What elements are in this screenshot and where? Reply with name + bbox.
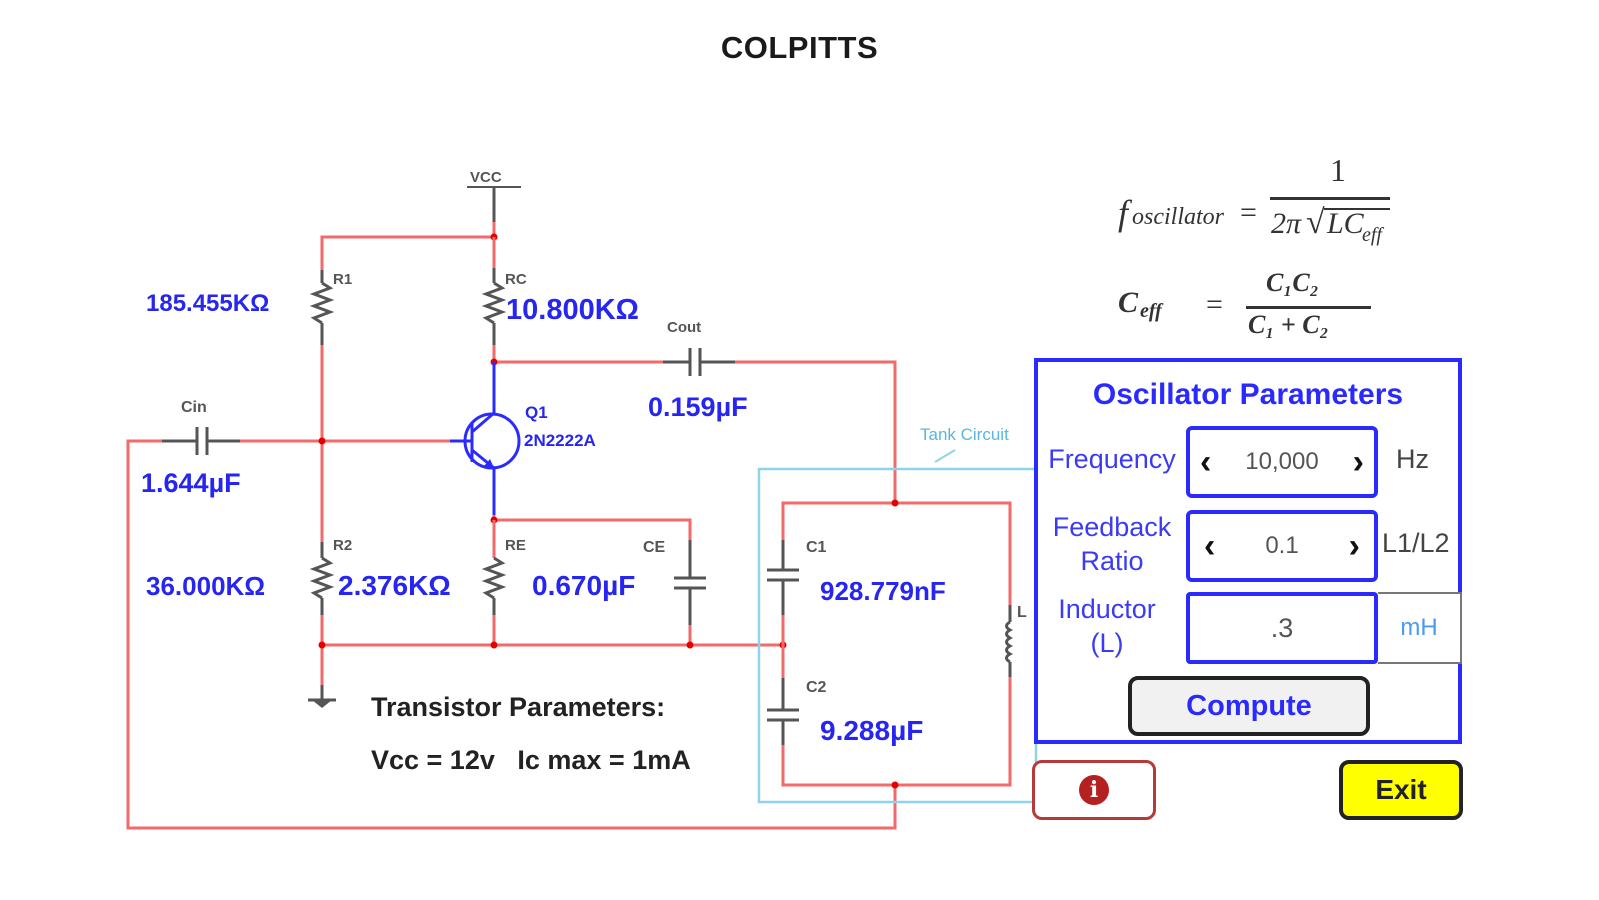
info-icon: i bbox=[1079, 775, 1109, 805]
compute-button[interactable]: Compute bbox=[1128, 676, 1370, 736]
vcc-label: VCC bbox=[470, 169, 502, 186]
l-ref: L bbox=[1017, 604, 1027, 621]
f-den-prefix: 2π bbox=[1271, 207, 1302, 240]
cin-ref: Cin bbox=[181, 399, 207, 416]
resistor-r2 bbox=[309, 542, 335, 615]
resistor-re bbox=[481, 520, 507, 615]
collector-wire bbox=[492, 345, 663, 364]
top-rail-wire bbox=[320, 222, 496, 270]
inductor-label-line2: (L) bbox=[1090, 628, 1124, 658]
frequency-unit: Hz bbox=[1396, 444, 1429, 474]
capacitor-cout bbox=[663, 348, 735, 376]
exit-button[interactable]: Exit bbox=[1339, 760, 1463, 820]
cin-value: 1.644µF bbox=[141, 468, 241, 498]
frequency-decrement-button[interactable]: ‹ bbox=[1200, 443, 1212, 481]
capacitor-c1 bbox=[767, 540, 799, 615]
ground-rail-wire bbox=[320, 615, 783, 690]
inductor-label-line1: Inductor bbox=[1058, 594, 1156, 624]
cout-ref: Cout bbox=[667, 319, 701, 336]
junction bbox=[318, 641, 326, 649]
r1-value: 185.455KΩ bbox=[146, 290, 269, 317]
q1-part: 2N2222A bbox=[524, 431, 596, 450]
r2-ref: R2 bbox=[333, 537, 352, 554]
ceff-fraction-bar bbox=[1246, 306, 1371, 309]
sqrt-icon: √ bbox=[1306, 204, 1325, 241]
transistor-params-heading: Transistor Parameters: bbox=[371, 692, 665, 722]
ceff-equals: = bbox=[1206, 288, 1223, 321]
frequency-value: 10,000 bbox=[1245, 448, 1319, 475]
f-equals: = bbox=[1240, 196, 1257, 229]
c2-ref: C2 bbox=[806, 679, 827, 696]
c2-value: 9.288µF bbox=[820, 715, 923, 746]
feedback-label-line2: Ratio bbox=[1080, 546, 1144, 576]
junction bbox=[490, 641, 498, 649]
f-numerator: 1 bbox=[1330, 152, 1346, 188]
ce-value: 0.670µF bbox=[532, 570, 635, 601]
ceff-symbol: C bbox=[1118, 286, 1139, 319]
f-den-rad: LC bbox=[1327, 207, 1364, 240]
oscillator-parameters-panel: Oscillator Parameters Frequency ‹ 10,000… bbox=[1034, 358, 1462, 744]
inductor-unit-select[interactable]: mH bbox=[1378, 592, 1462, 664]
resistor-rc bbox=[481, 268, 507, 345]
rc-ref: RC bbox=[505, 271, 527, 288]
f-symbol: f bbox=[1118, 193, 1129, 233]
f-den-sub: eff bbox=[1362, 224, 1382, 246]
rc-value: 10.800KΩ bbox=[506, 294, 639, 326]
frequency-label: Frequency bbox=[1048, 444, 1176, 474]
f-subscript: oscillator bbox=[1132, 204, 1225, 230]
resistor-r1 bbox=[309, 270, 335, 345]
junction bbox=[891, 499, 899, 507]
c1-value: 928.779nF bbox=[820, 576, 946, 606]
sqrt-bar bbox=[1324, 208, 1390, 210]
feedback-ratio-stepper[interactable]: ‹ 0.1 › bbox=[1186, 510, 1378, 582]
junction bbox=[891, 781, 899, 789]
frequency-increment-button[interactable]: › bbox=[1352, 443, 1364, 481]
feedback-label-line1: Feedback bbox=[1052, 512, 1172, 542]
f-fraction-bar bbox=[1270, 197, 1390, 200]
tank-circuit-box bbox=[757, 467, 1038, 804]
inductor-label: Inductor (L) bbox=[1038, 592, 1176, 660]
cout-value: 0.159µF bbox=[648, 392, 748, 422]
tank-label: Tank Circuit bbox=[920, 425, 1009, 444]
feedback-ratio-value: 0.1 bbox=[1265, 532, 1299, 559]
feedback-wire bbox=[126, 439, 897, 830]
ceff-subscript: eff bbox=[1140, 300, 1162, 322]
ceff-denominator: C₁ + C₂ bbox=[1248, 310, 1329, 339]
transistor-params-line: Vcc = 12v Ic max = 1mA bbox=[371, 745, 691, 775]
frequency-stepper[interactable]: ‹ 10,000 › bbox=[1186, 426, 1378, 498]
capacitor-ce bbox=[674, 540, 706, 625]
transistor-q1 bbox=[450, 362, 521, 515]
capacitor-cin bbox=[162, 427, 240, 455]
inductor-l bbox=[1005, 605, 1014, 677]
ground-symbol bbox=[308, 685, 336, 708]
inductor-input[interactable]: .3 bbox=[1186, 592, 1378, 664]
ce-ref: CE bbox=[643, 539, 666, 556]
feedback-ratio-unit: L1/L2 bbox=[1382, 528, 1450, 558]
re-ref: RE bbox=[505, 537, 526, 554]
page-title: COLPITTS bbox=[720, 30, 879, 65]
junction bbox=[318, 437, 326, 445]
cout-to-tank-wire bbox=[735, 360, 897, 503]
feedback-increment-button[interactable]: › bbox=[1348, 527, 1360, 565]
info-button[interactable]: i bbox=[1032, 760, 1156, 820]
r2-value: 36.000KΩ bbox=[146, 571, 265, 601]
feedback-ratio-label: Feedback Ratio bbox=[1038, 510, 1186, 578]
re-value: 2.376KΩ bbox=[338, 570, 451, 601]
panel-title: Oscillator Parameters bbox=[1092, 378, 1404, 411]
r1-ref: R1 bbox=[333, 271, 352, 288]
feedback-decrement-button[interactable]: ‹ bbox=[1204, 527, 1216, 565]
junction bbox=[686, 641, 694, 649]
ceff-numerator: C₁C₂ bbox=[1266, 268, 1319, 297]
q1-ref: Q1 bbox=[525, 403, 548, 422]
capacitor-c2 bbox=[767, 678, 799, 745]
c1-ref: C1 bbox=[806, 539, 827, 556]
tank-leader bbox=[934, 449, 956, 463]
